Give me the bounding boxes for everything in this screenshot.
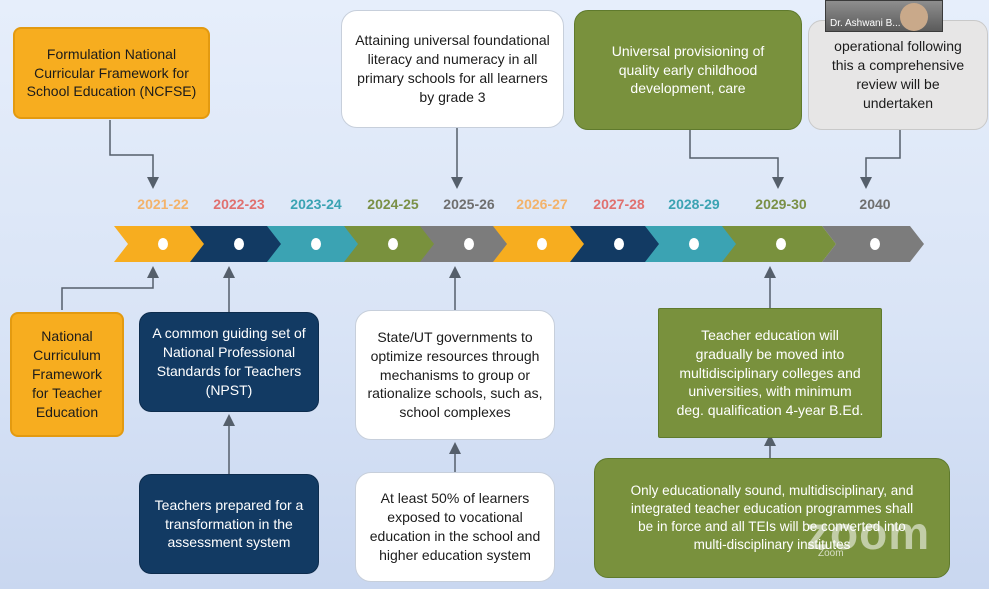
- milestone-dot: [614, 238, 624, 250]
- box-review: operational following this a comprehensi…: [808, 20, 988, 130]
- milestone-dot: [689, 238, 699, 250]
- zoom-watermark-caption: Zoom: [818, 548, 844, 559]
- box-npst: A common guiding set of National Profess…: [139, 312, 319, 412]
- timeline-chevrons: [114, 226, 924, 262]
- year-label: 2024-25: [367, 196, 419, 212]
- box-ncfse: Formulation National Curricular Framewor…: [13, 27, 210, 119]
- box-literacy: Attaining universal foundational literac…: [341, 10, 564, 128]
- milestone-dot: [311, 238, 321, 250]
- year-label: 2028-29: [668, 196, 720, 212]
- year-label: 2025-26: [443, 196, 495, 212]
- box-assessment: Teachers prepared for a transformation i…: [139, 474, 319, 574]
- box-ecce: Universal provisioning of quality early …: [574, 10, 802, 130]
- connector-ecce: [689, 130, 784, 189]
- box-multidisciplinary: Teacher education will gradually be move…: [658, 308, 882, 438]
- milestone-dot: [537, 238, 547, 250]
- milestone-dot: [388, 238, 398, 250]
- connector-lines: [61, 120, 901, 474]
- box-teis: Only educationally sound, multidisciplin…: [594, 458, 950, 578]
- milestone-dot: [158, 238, 168, 250]
- participant-name: Dr. Ashwani B...: [830, 18, 901, 29]
- year-label: 2040: [859, 196, 891, 212]
- box-complexes: State/UT governments to optimize resourc…: [355, 310, 555, 440]
- connector-ncfte: [61, 266, 159, 310]
- milestone-dot: [776, 238, 786, 250]
- year-label: 2029-30: [755, 196, 807, 212]
- zoom-watermark-logo: zoom: [806, 507, 931, 559]
- box-ncfte: National Curriculum Framework for Teache…: [10, 312, 124, 437]
- year-label: 2021-22: [137, 196, 189, 212]
- connector-ncfse: [109, 120, 159, 189]
- participant-avatar: [900, 3, 928, 31]
- year-label: 2026-27: [516, 196, 568, 212]
- milestone-dot: [870, 238, 880, 250]
- participant-video-thumbnail: Dr. Ashwani B...: [825, 0, 943, 32]
- year-label: 2022-23: [213, 196, 265, 212]
- year-label: 2027-28: [593, 196, 645, 212]
- box-vocational: At least 50% of learners exposed to voca…: [355, 472, 555, 582]
- milestone-dot: [464, 238, 474, 250]
- milestone-dot: [234, 238, 244, 250]
- connector-review: [860, 130, 901, 189]
- year-label: 2023-24: [290, 196, 342, 212]
